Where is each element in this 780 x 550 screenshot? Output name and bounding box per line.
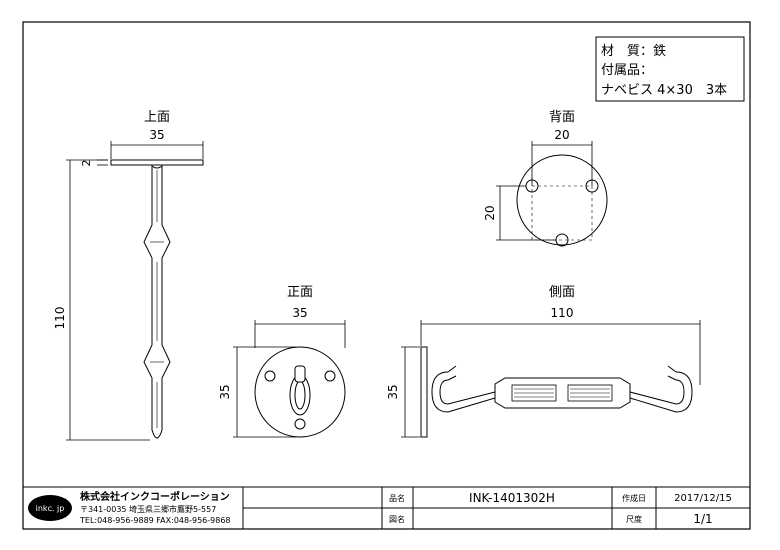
front-view-hole-left	[264, 370, 276, 382]
side-view-plate	[420, 346, 428, 438]
company-logo	[28, 495, 72, 521]
top-view-turnbuckle	[143, 164, 171, 439]
top-view-width-dim: 35	[149, 128, 164, 142]
front-view-title: 正面	[287, 285, 313, 300]
top-view-length-dim: 110	[53, 307, 67, 330]
scale-value: 1/1	[693, 512, 712, 526]
notes-box: 材 質：鉄 付属品： ナベビス 4×30 3本	[595, 36, 745, 102]
created-date: 2017/12/15	[674, 493, 732, 504]
company-name: 株式会社インクコーポレーション	[80, 490, 230, 503]
back-view-width-dim: 20	[554, 128, 569, 142]
back-view-hole-right	[585, 179, 599, 193]
product-code: INK-1401302H	[469, 491, 555, 505]
front-view-hole-bottom	[294, 418, 306, 430]
title-block: inkc. jp 株式会社インクコーポレーション 〒341-0035 埼玉県三郷…	[22, 486, 751, 530]
front-view-width-dim: 35	[292, 306, 307, 320]
drawing-frame	[22, 21, 751, 530]
side-view-width-dim: 110	[551, 306, 574, 320]
top-view-title: 上面	[144, 110, 170, 125]
side-view: 側面 110 35	[386, 285, 701, 438]
label-created-date: 作成日	[622, 493, 646, 503]
front-view: 正面 35 35	[218, 285, 346, 438]
company-address: 〒341-0035 埼玉県三郷市鷹野5-557	[80, 504, 216, 514]
notes-material: 材 質：鉄	[601, 44, 666, 59]
top-view-plate	[110, 159, 204, 166]
company-logo-text: inkc. jp	[36, 504, 65, 513]
notes-accessory-item: ナベビス 4×30 3本	[601, 83, 727, 98]
top-view-thickness-dim: 2	[80, 160, 93, 167]
side-view-title: 側面	[549, 285, 575, 300]
back-view-title: 背面	[549, 110, 575, 125]
label-scale: 尺度	[626, 514, 642, 524]
back-view: 背面 20 20	[483, 110, 608, 247]
front-view-hook	[289, 365, 311, 416]
front-view-height-dim: 35	[218, 384, 232, 399]
company-phone-fax: TEL:048-956-9889 FAX:048-956-9868	[79, 516, 231, 525]
back-view-height-dim: 20	[483, 205, 497, 220]
top-view: 上面 35 2 110	[53, 110, 204, 441]
front-view-plate	[254, 346, 346, 438]
side-view-height-dim: 35	[386, 384, 400, 399]
label-drawing-name: 図名	[389, 514, 405, 524]
front-view-hole-right	[324, 370, 336, 382]
notes-accessory-label: 付属品：	[601, 63, 653, 78]
label-product-name: 品名	[389, 493, 405, 503]
side-view-turnbuckle	[431, 365, 693, 413]
back-view-plate	[516, 154, 608, 246]
